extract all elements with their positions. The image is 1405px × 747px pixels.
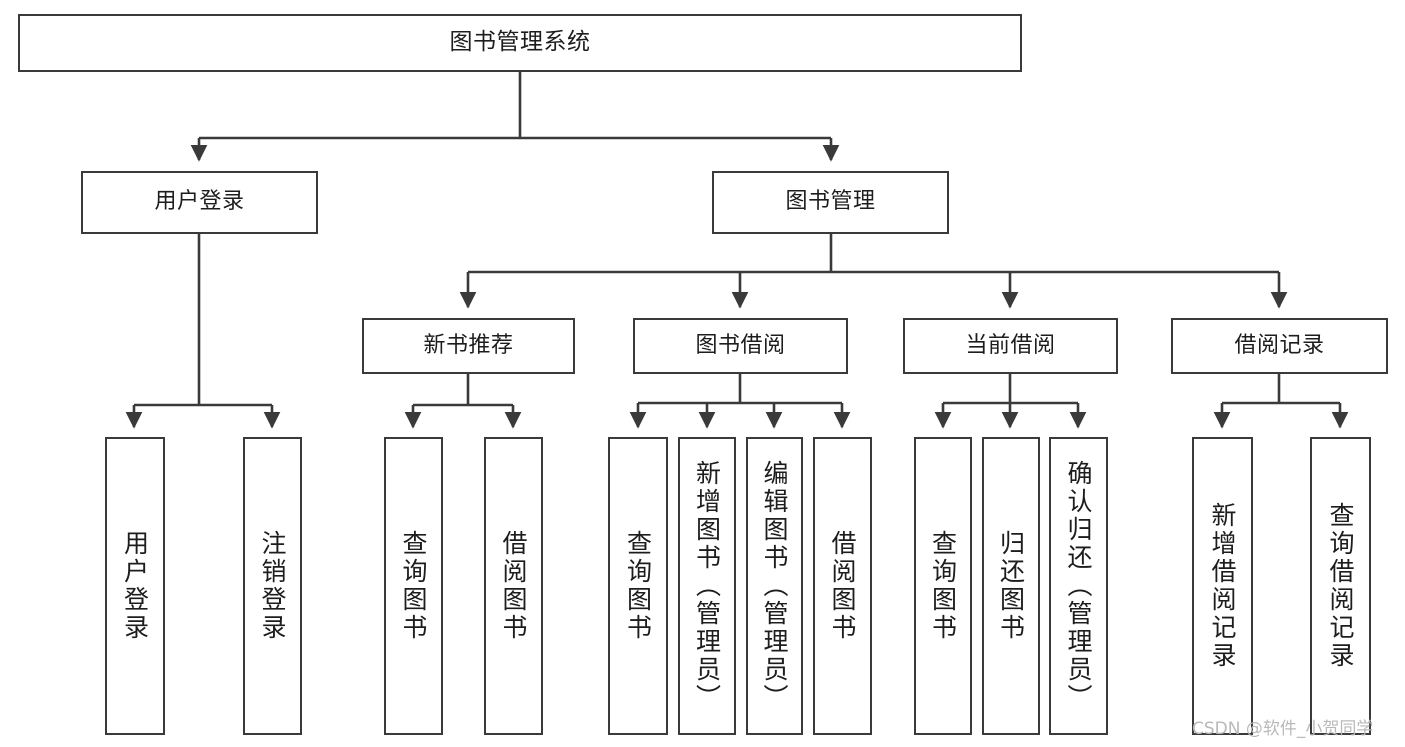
leaf-borrow-book-recommend[interactable]: 借阅图书 <box>484 437 543 735</box>
leaf-query-book-current[interactable]: 查询图书 <box>914 437 972 735</box>
node-label: 归还图书 <box>996 530 1026 642</box>
node-label: 查询图书 <box>623 530 653 642</box>
leaf-borrow-book[interactable]: 借阅图书 <box>813 437 872 735</box>
leaf-query-book-recommend[interactable]: 查询图书 <box>384 437 443 735</box>
node-book-borrow[interactable]: 图书借阅 <box>633 318 848 374</box>
leaf-add-borrow-record[interactable]: 新增借阅记录 <box>1192 437 1253 735</box>
node-new-book-recommend[interactable]: 新书推荐 <box>362 318 575 374</box>
leaf-edit-book[interactable]: 编辑图书（管理员） <box>746 437 803 735</box>
node-label: 查询图书 <box>928 530 958 642</box>
leaf-user-login[interactable]: 用户登录 <box>105 437 165 735</box>
leaf-confirm-return[interactable]: 确认归还（管理员） <box>1049 437 1108 735</box>
node-user-login[interactable]: 用户登录 <box>81 171 318 234</box>
node-current-borrow[interactable]: 当前借阅 <box>903 318 1118 374</box>
node-label: 用户登录 <box>120 530 150 642</box>
node-label: 新增借阅记录 <box>1208 502 1237 670</box>
node-label: 图书管理 <box>785 189 876 215</box>
node-label: 借阅记录 <box>1234 332 1325 358</box>
node-label: 借阅图书 <box>499 530 528 642</box>
node-label: 查询图书 <box>399 530 428 642</box>
node-label: 图书管理系统 <box>449 29 591 56</box>
node-label: 新增图书（管理员） <box>692 460 722 712</box>
node-label: 借阅图书 <box>828 530 857 642</box>
node-label: 用户登录 <box>154 189 245 215</box>
node-label: 图书借阅 <box>695 332 786 358</box>
node-root-book-management-system[interactable]: 图书管理系统 <box>18 14 1022 72</box>
node-borrow-record[interactable]: 借阅记录 <box>1171 318 1388 374</box>
node-label: 查询借阅记录 <box>1326 502 1355 670</box>
node-label: 新书推荐 <box>423 332 514 358</box>
leaf-add-book[interactable]: 新增图书（管理员） <box>678 437 736 735</box>
leaf-logout-login[interactable]: 注销登录 <box>243 437 302 735</box>
leaf-query-borrow-record[interactable]: 查询借阅记录 <box>1310 437 1371 735</box>
leaf-query-book-borrow[interactable]: 查询图书 <box>608 437 668 735</box>
node-book-management[interactable]: 图书管理 <box>712 171 949 234</box>
node-label: 当前借阅 <box>965 332 1056 358</box>
node-label: 编辑图书（管理员） <box>760 460 789 712</box>
node-label: 注销登录 <box>258 530 287 642</box>
leaf-return-book[interactable]: 归还图书 <box>982 437 1040 735</box>
csdn-watermark: CSDN @软件_小贺同学 <box>1192 719 1374 739</box>
node-label: 确认归还（管理员） <box>1064 460 1093 712</box>
